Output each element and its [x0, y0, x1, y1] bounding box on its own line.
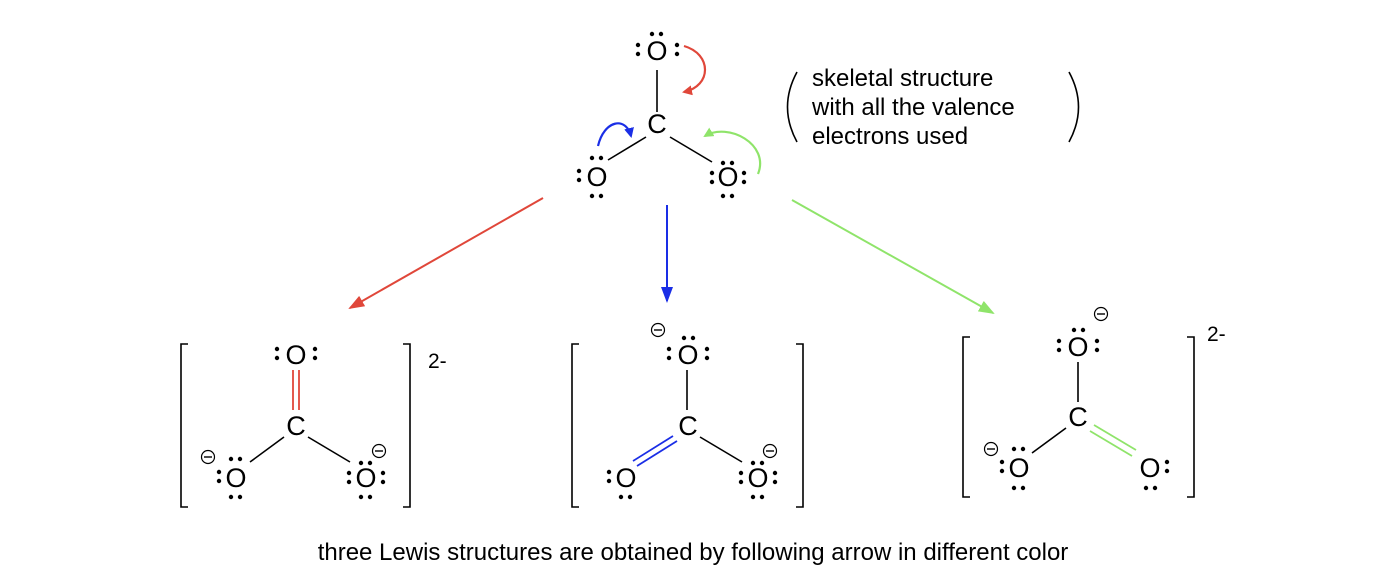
bond-c-o-right [669, 136, 713, 163]
note-line-1: skeletal structure [812, 65, 993, 92]
bracket-left-2 [571, 343, 579, 508]
bracket-left-1 [180, 343, 188, 508]
atom-o-left-1: O [225, 463, 246, 493]
caption: three Lewis structures are obtained by f… [318, 539, 1069, 566]
bracket-right-2 [796, 343, 804, 508]
atom-o-top: O [646, 36, 667, 66]
negative-charge-icon [983, 441, 999, 457]
charge-label-3: 2- [1207, 323, 1226, 346]
negative-charge-icon [650, 322, 666, 338]
lone-pairs-3-right [1143, 459, 1170, 491]
note-line-3: electrons used [812, 123, 968, 150]
negative-charge-icon [1093, 306, 1109, 322]
lone-pairs-2-top [666, 335, 710, 361]
atom-o-right-2: O [747, 463, 768, 493]
double-bond-blue-a [632, 435, 674, 462]
atom-c-center: C [647, 109, 667, 139]
atom-o-right-3: O [1139, 453, 1160, 483]
double-bond-blue-b [636, 440, 678, 467]
atom-c-2: C [678, 411, 698, 441]
bracket-left-3 [962, 336, 970, 498]
note-paren-left [786, 71, 798, 143]
atom-o-right: O [717, 162, 738, 192]
bond-1-left [249, 436, 285, 463]
negative-charge-icon [762, 443, 778, 459]
lone-pairs-1-top [274, 346, 318, 361]
note-line-2: with all the valence [811, 94, 1015, 121]
atom-o-left-2: O [615, 463, 636, 493]
curved-arrow-green [703, 127, 762, 175]
atom-o-top-3: O [1067, 332, 1088, 362]
curved-arrow-red [682, 44, 707, 96]
atom-o-top-1: O [285, 340, 306, 370]
lone-pairs-3-left [999, 446, 1026, 491]
lewis-structure-1: 2- O C O O [180, 340, 447, 508]
skeletal-structure: O C O O [576, 31, 762, 199]
atom-o-left-3: O [1008, 453, 1029, 483]
charge-label-1: 2- [428, 350, 447, 373]
bond-2-right [699, 436, 743, 463]
atom-o-top-2: O [677, 340, 698, 370]
negative-charge-icon [371, 443, 387, 459]
lewis-structure-3: 2- O C O O [962, 306, 1226, 498]
lone-pairs-o-top [635, 31, 680, 57]
note-paren-right [1068, 71, 1080, 143]
curved-arrow-blue [596, 122, 634, 147]
skeletal-note: skeletal structure with all the valence … [786, 65, 1080, 150]
atom-o-left: O [586, 162, 607, 192]
lone-pairs-3-top [1056, 327, 1100, 353]
bracket-right-3 [1187, 336, 1195, 498]
negative-charge-icon [200, 449, 216, 465]
bond-3-left [1031, 427, 1067, 454]
atom-c-3: C [1068, 402, 1088, 432]
arrow-green [791, 199, 995, 314]
bracket-right-1 [403, 343, 411, 508]
bond-c-o-left [607, 136, 647, 161]
lone-pairs-2-right [738, 460, 778, 500]
atom-o-right-1: O [355, 463, 376, 493]
bond-1-right [307, 436, 351, 463]
double-bond-green-b [1089, 430, 1133, 457]
lone-pairs-o-left [576, 155, 604, 199]
lone-pairs-1-right [346, 460, 386, 500]
lone-pairs-o-right [709, 160, 747, 199]
lone-pairs-2-left [606, 469, 633, 500]
atom-c-1: C [286, 411, 306, 441]
double-bond-green-a [1093, 424, 1137, 451]
lone-pairs-1-left [216, 456, 243, 500]
lewis-structure-2: O C O O [571, 322, 804, 508]
arrow-red [348, 197, 544, 309]
